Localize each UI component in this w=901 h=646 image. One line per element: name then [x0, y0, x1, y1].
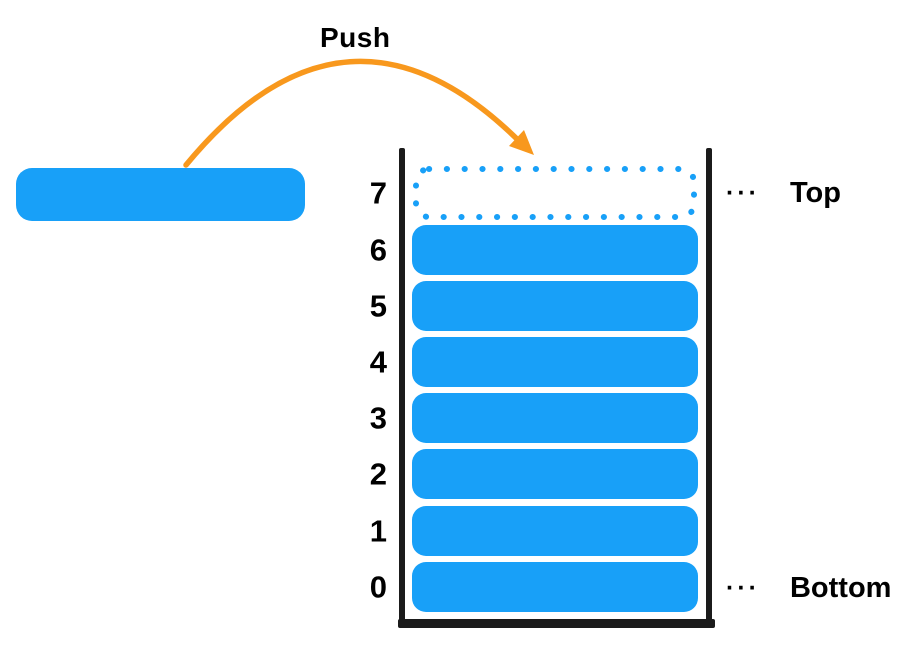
stack-element-block [412, 449, 698, 499]
empty-slot-outline [412, 165, 698, 221]
top-label: Top [789, 176, 841, 209]
stack-element-block [412, 506, 698, 556]
bottom-annotation: ··· Bottom [726, 570, 891, 606]
bottom-ellipsis: ··· [726, 573, 760, 602]
stack-element-block [412, 337, 698, 387]
top-ellipsis: ··· [726, 178, 760, 207]
top-annotation: ··· Top [726, 175, 841, 211]
bottom-label: Bottom [789, 571, 892, 604]
slot-index-label: 6 [369, 232, 387, 268]
stack-wall-left [399, 148, 405, 628]
stack-slot-5: 5 [370, 281, 698, 331]
push-operation-label: Push [320, 22, 391, 53]
stack-wall-right [706, 148, 712, 628]
stack-wall-bottom [398, 619, 715, 628]
slot-index-label: 5 [369, 288, 387, 324]
incoming-element-block [16, 168, 305, 221]
slot-index-label: 4 [369, 344, 387, 380]
slot-index-label: 0 [369, 569, 387, 605]
stack-element-block [412, 225, 698, 275]
stack-slot-0: 0 [370, 562, 698, 612]
dotted-outline-icon [413, 166, 697, 220]
slot-index-label: 1 [369, 513, 387, 549]
stack-element-block [412, 281, 698, 331]
stack-slot-2: 2 [370, 449, 698, 499]
slot-index-label: 7 [369, 175, 387, 211]
stack-element-block [412, 393, 698, 443]
stack-slot-3: 3 [370, 393, 698, 443]
stack-slot-7: 7 [370, 165, 698, 221]
stack-element-block [412, 562, 698, 612]
stack-slot-4: 4 [370, 337, 698, 387]
slot-index-label: 3 [369, 400, 387, 436]
stack-slot-6: 6 [370, 225, 698, 275]
stack-slot-1: 1 [370, 506, 698, 556]
slot-index-label: 2 [369, 456, 387, 492]
